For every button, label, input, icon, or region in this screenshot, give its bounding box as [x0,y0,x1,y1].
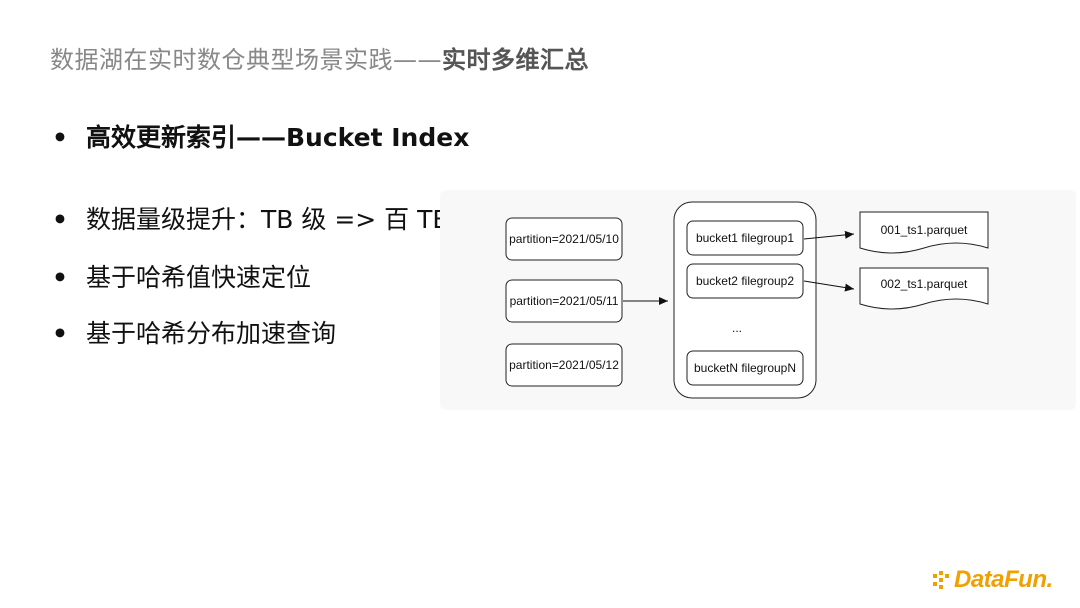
diagram-svg: partition=2021/05/10 partition=2021/05/1… [505,201,989,399]
bucket-index-diagram: partition=2021/05/10 partition=2021/05/1… [440,190,1080,420]
bucket-file-arrow [803,280,855,292]
bullet-dot: • [52,205,68,234]
partition-box [505,217,623,261]
bullet-text: 基于哈希分布加速查询 [86,319,337,348]
partition-box [505,343,623,387]
bucket-label: bucketN filegroupN [694,361,796,375]
datafun-logo: DataFun. [932,566,1062,594]
bullet-text: 数据量级提升：TB 级 => 百 TB 级 [86,205,483,234]
parquet-file-label: 002_ts1.parquet [881,277,968,291]
partition-label: partition=2021/05/10 [509,232,619,246]
bullet-text: 基于哈希值快速定位 [86,263,312,292]
slide-title-bold: 实时多维汇总 [442,46,589,74]
logo-text: DataFun. [954,566,1053,593]
bullet-item: • 基于哈希分布加速查询 [52,314,336,350]
parquet-file-shape [859,267,989,310]
bullet-item: • 高效更新索引——Bucket Index [52,118,469,154]
logo-dots-icon [933,571,949,589]
bucket-box [686,350,804,386]
bucket-file-arrow [803,230,855,240]
partition-label: partition=2021/05/12 [509,358,619,372]
bullet-text: 高效更新索引——Bucket Index [86,123,470,152]
bullet-item: • 基于哈希值快速定位 [52,258,311,294]
bullet-dot: • [52,319,68,348]
bucket-label: bucket1 filegroup1 [696,231,794,245]
slide-title: 数据湖在实时数仓典型场景实践——实时多维汇总 [50,40,589,75]
bucket-box [686,220,804,256]
bucket-label: bucket2 filegroup2 [696,274,794,288]
bullet-item: • 数据量级提升：TB 级 => 百 TB 级 [52,200,482,236]
partition-label: partition=2021/05/11 [510,294,619,308]
bullet-dot: • [52,123,68,152]
bullet-dot: • [52,263,68,292]
bucket-ellipsis: ... [732,321,742,335]
partition-box [505,279,623,323]
parquet-file-label: 001_ts1.parquet [881,223,968,237]
parquet-file-shape [859,211,989,254]
bucket-box [686,263,804,299]
slide-title-prefix: 数据湖在实时数仓典型场景实践—— [50,46,442,74]
